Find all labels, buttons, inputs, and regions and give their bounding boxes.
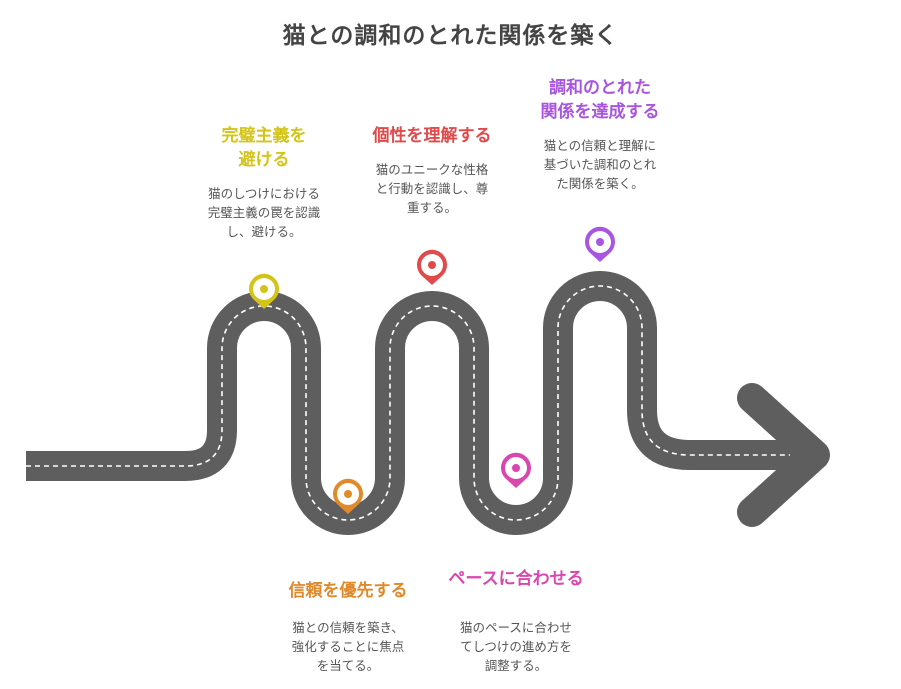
step-description: 猫のペースに合わせ てしつけの進め方を 調整する。 (460, 620, 572, 673)
step-title: 調和のとれた 関係を達成する (540, 78, 660, 122)
location-pin-icon (585, 226, 615, 262)
location-pin-icon (501, 452, 531, 488)
step-description: 猫のしつけにおける 完璧主義の罠を認識 し、避ける。 (207, 186, 321, 239)
road-center-line (26, 285, 790, 521)
location-pin-icon (417, 249, 448, 285)
step-title: 完璧主義を 避ける (221, 126, 307, 170)
road-arrowhead (737, 383, 830, 527)
location-pin-icon (249, 273, 279, 309)
diagram-title: 猫との調和のとれた関係を築く (282, 23, 619, 49)
step-description: 猫との信頼を築き、 強化することに焦点 を当てる。 (291, 620, 405, 673)
step-description: 猫のユニークな性格 と行動を認識し、尊 重する。 (375, 162, 489, 215)
location-pin-icon (333, 478, 363, 514)
step-description: 猫との信頼と理解に 基づいた調和のとれ た関係を築く。 (543, 138, 657, 191)
step-title: ペースに合わせる (448, 569, 584, 589)
winding-road (26, 271, 800, 535)
step-title: 個性を理解する (372, 126, 492, 146)
step-title: 信頼を優先する (288, 581, 408, 601)
